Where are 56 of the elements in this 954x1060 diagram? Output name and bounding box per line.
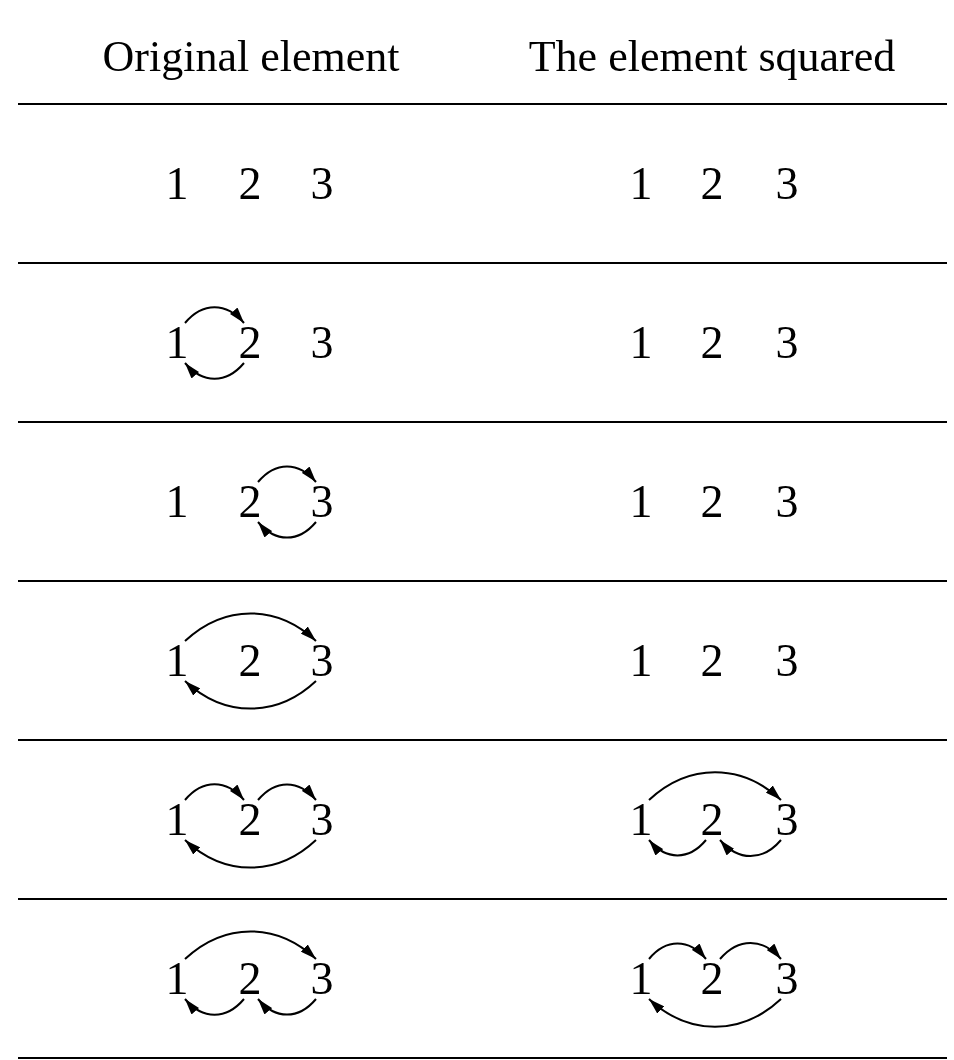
number-label: 1 (629, 164, 653, 204)
number-label: 2 (700, 641, 724, 681)
number-label: 1 (165, 164, 189, 204)
number-label: 1 (629, 959, 653, 999)
number-label: 2 (700, 164, 724, 204)
curved-arrow (719, 941, 782, 960)
number-label: 3 (310, 164, 334, 204)
number-label: 2 (700, 800, 724, 840)
number-label: 3 (775, 482, 799, 522)
curved-arrow (648, 942, 707, 960)
number-label: 3 (310, 800, 334, 840)
number-label: 2 (238, 800, 262, 840)
curved-arrow (257, 521, 317, 539)
number-label: 1 (629, 482, 653, 522)
curved-arrow (184, 612, 317, 642)
curved-arrow (184, 783, 245, 801)
number-label: 1 (165, 323, 189, 363)
curved-arrow (648, 839, 707, 857)
number-label: 1 (629, 800, 653, 840)
number-label: 2 (700, 323, 724, 363)
number-label: 2 (700, 482, 724, 522)
number-label: 3 (310, 641, 334, 681)
number-label: 2 (238, 959, 262, 999)
number-label: 3 (775, 164, 799, 204)
number-label: 2 (238, 164, 262, 204)
number-label: 2 (238, 641, 262, 681)
number-label: 3 (775, 800, 799, 840)
curved-arrow (184, 839, 317, 869)
column-header: The element squared (528, 33, 896, 81)
number-label: 2 (700, 959, 724, 999)
curved-arrow (184, 998, 245, 1016)
column-header: Original element (102, 33, 400, 81)
curved-arrow (184, 680, 317, 710)
number-label: 1 (165, 959, 189, 999)
curved-arrow (257, 998, 317, 1016)
curved-arrow (184, 306, 245, 324)
number-label: 1 (629, 641, 653, 681)
number-label: 3 (775, 641, 799, 681)
number-label: 3 (310, 959, 334, 999)
curved-arrow (719, 839, 782, 858)
number-label: 3 (775, 959, 799, 999)
curved-arrow (184, 930, 317, 960)
curved-arrow (648, 998, 782, 1028)
number-label: 3 (310, 482, 334, 522)
curved-arrow (257, 783, 317, 801)
number-label: 2 (238, 482, 262, 522)
number-label: 3 (310, 323, 334, 363)
curved-arrow (648, 771, 782, 801)
number-label: 1 (165, 482, 189, 522)
number-label: 1 (629, 323, 653, 363)
number-label: 2 (238, 323, 262, 363)
curved-arrow (257, 465, 317, 483)
curved-arrow (184, 362, 245, 380)
number-label: 3 (775, 323, 799, 363)
number-label: 1 (165, 641, 189, 681)
number-label: 1 (165, 800, 189, 840)
